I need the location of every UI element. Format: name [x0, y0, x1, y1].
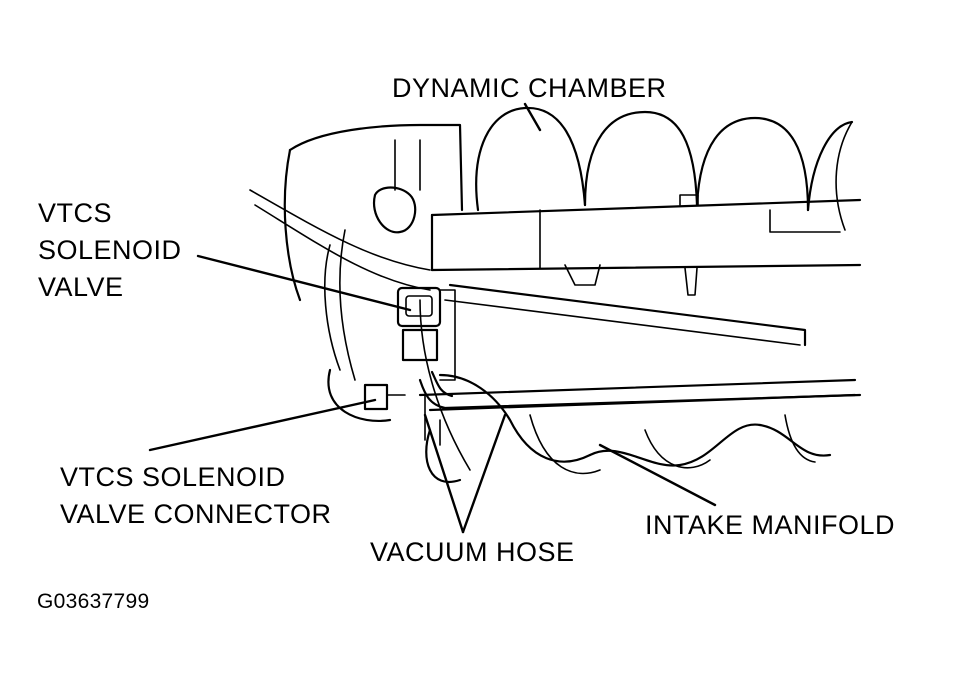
vacuum-hose-label: VACUUM HOSE	[370, 537, 575, 567]
vtcs-connector-label-line2: VALVE CONNECTOR	[60, 499, 332, 529]
intake-manifold-label: INTAKE MANIFOLD	[645, 510, 896, 540]
vtcs-solenoid-valve-label-line1: VTCS	[38, 198, 113, 228]
vtcs-connector-drawing	[363, 383, 406, 411]
vtcs-solenoid-valve-drawing	[396, 286, 456, 381]
dynamic-chamber-label: DYNAMIC CHAMBER	[392, 73, 667, 103]
intake-manifold-drawing	[418, 373, 857, 475]
dynamic-chamber-drawing	[430, 106, 862, 296]
engine-block-drawing	[249, 123, 807, 483]
vtcs-solenoid-valve-label-line2: SOLENOID	[38, 235, 182, 265]
leader-lines	[148, 102, 717, 534]
vtcs-solenoid-valve-label-line3: VALVE	[38, 272, 124, 302]
vtcs-connector-label-line1: VTCS SOLENOID	[60, 462, 286, 492]
figure-code-label: G03637799	[37, 590, 150, 613]
